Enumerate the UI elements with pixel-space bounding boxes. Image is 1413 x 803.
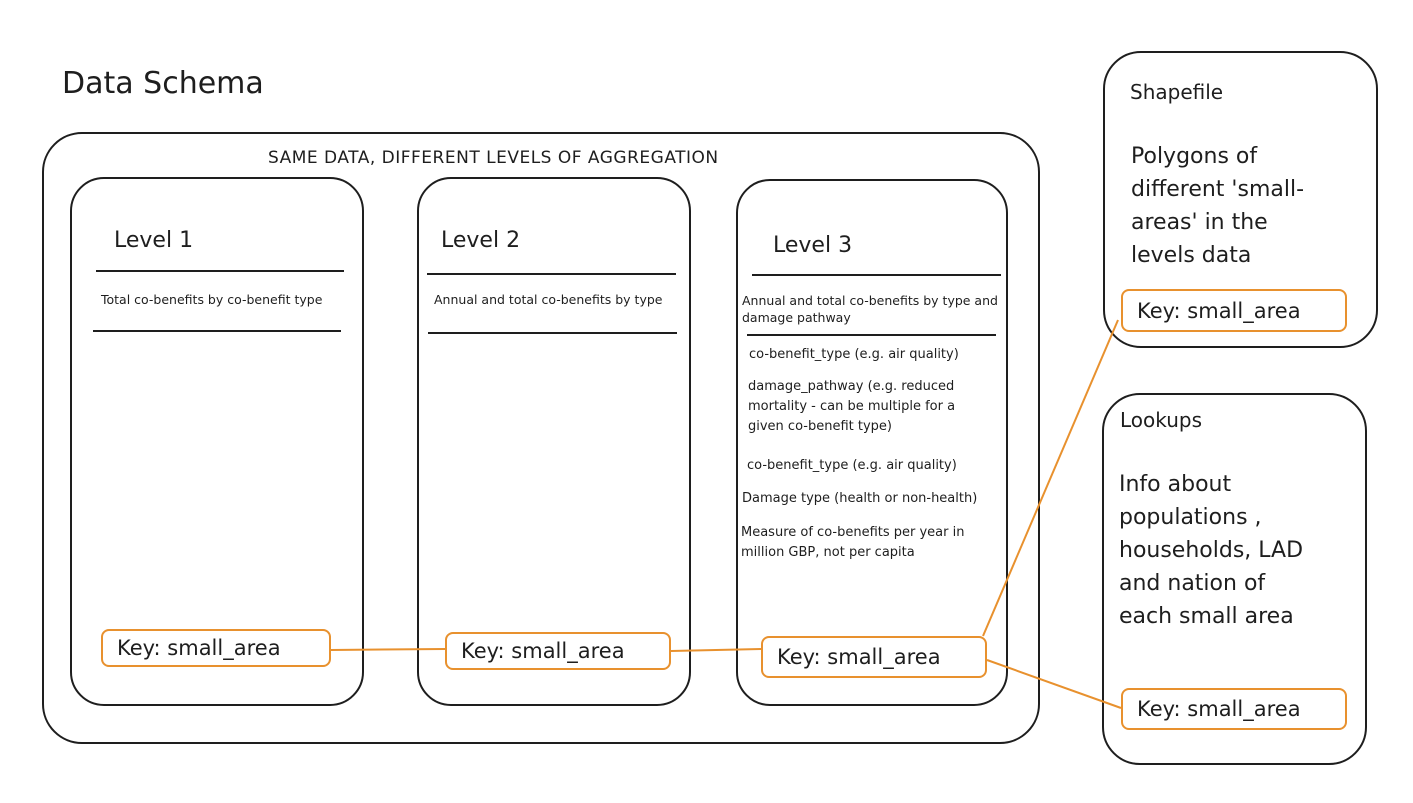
level-3-title: Level 3: [773, 233, 853, 258]
container-heading: SAME DATA, DIFFERENT LEVELS OF AGGREGATI…: [268, 148, 719, 168]
shapefile-title: Shapefile: [1130, 80, 1224, 104]
level-3-field: co-benefit_type (e.g. air quality): [749, 347, 959, 362]
lookups-key[interactable]: Key: small_area: [1121, 688, 1347, 730]
level-3-divider-top: [752, 274, 1001, 276]
level-2-table[interactable]: [417, 177, 691, 706]
level-3-table[interactable]: [736, 179, 1008, 706]
level-2-divider-bottom: [428, 332, 677, 334]
level-2-description: Annual and total co-benefits by type: [434, 292, 663, 307]
connector-level3-shapefile: [982, 319, 1119, 637]
level-1-description: Total co-benefits by co-benefit type: [101, 292, 323, 307]
level-3-field: Damage type (health or non-health): [742, 491, 978, 506]
connector-level3-lookups: [986, 659, 1122, 709]
level-3-key[interactable]: Key: small_area: [761, 636, 987, 678]
level-1-key[interactable]: Key: small_area: [101, 629, 331, 667]
level-2-title: Level 2: [441, 228, 521, 253]
connector-level1-level2: [330, 648, 446, 651]
level-1-title: Level 1: [114, 228, 194, 253]
level-3-field: co-benefit_type (e.g. air quality): [747, 458, 957, 473]
level-2-divider-top: [427, 273, 676, 275]
level-3-divider-bottom: [747, 334, 996, 336]
lookups-description: Info about populations , households, LAD…: [1119, 472, 1304, 629]
level-1-divider-bottom: [93, 330, 341, 332]
shapefile-key[interactable]: Key: small_area: [1121, 289, 1347, 332]
lookups-title: Lookups: [1120, 408, 1203, 432]
level-3-field: Measure of co-benefits per year in milli…: [741, 525, 965, 560]
level-2-key[interactable]: Key: small_area: [445, 632, 671, 670]
level-1-table[interactable]: [70, 177, 364, 706]
aggregation-container: [42, 132, 1040, 744]
diagram-title: Data Schema: [62, 66, 264, 101]
level-3-field: damage_pathway (e.g. reduced mortality -…: [748, 379, 956, 434]
level-1-divider-top: [96, 270, 344, 272]
lookups-table[interactable]: [1102, 393, 1367, 765]
shapefile-table[interactable]: [1103, 51, 1378, 348]
connector-level2-level3: [670, 648, 762, 652]
level-3-description: Annual and total co-benefits by type and…: [742, 293, 998, 325]
shapefile-description: Polygons of different 'small-areas' in t…: [1131, 144, 1305, 268]
